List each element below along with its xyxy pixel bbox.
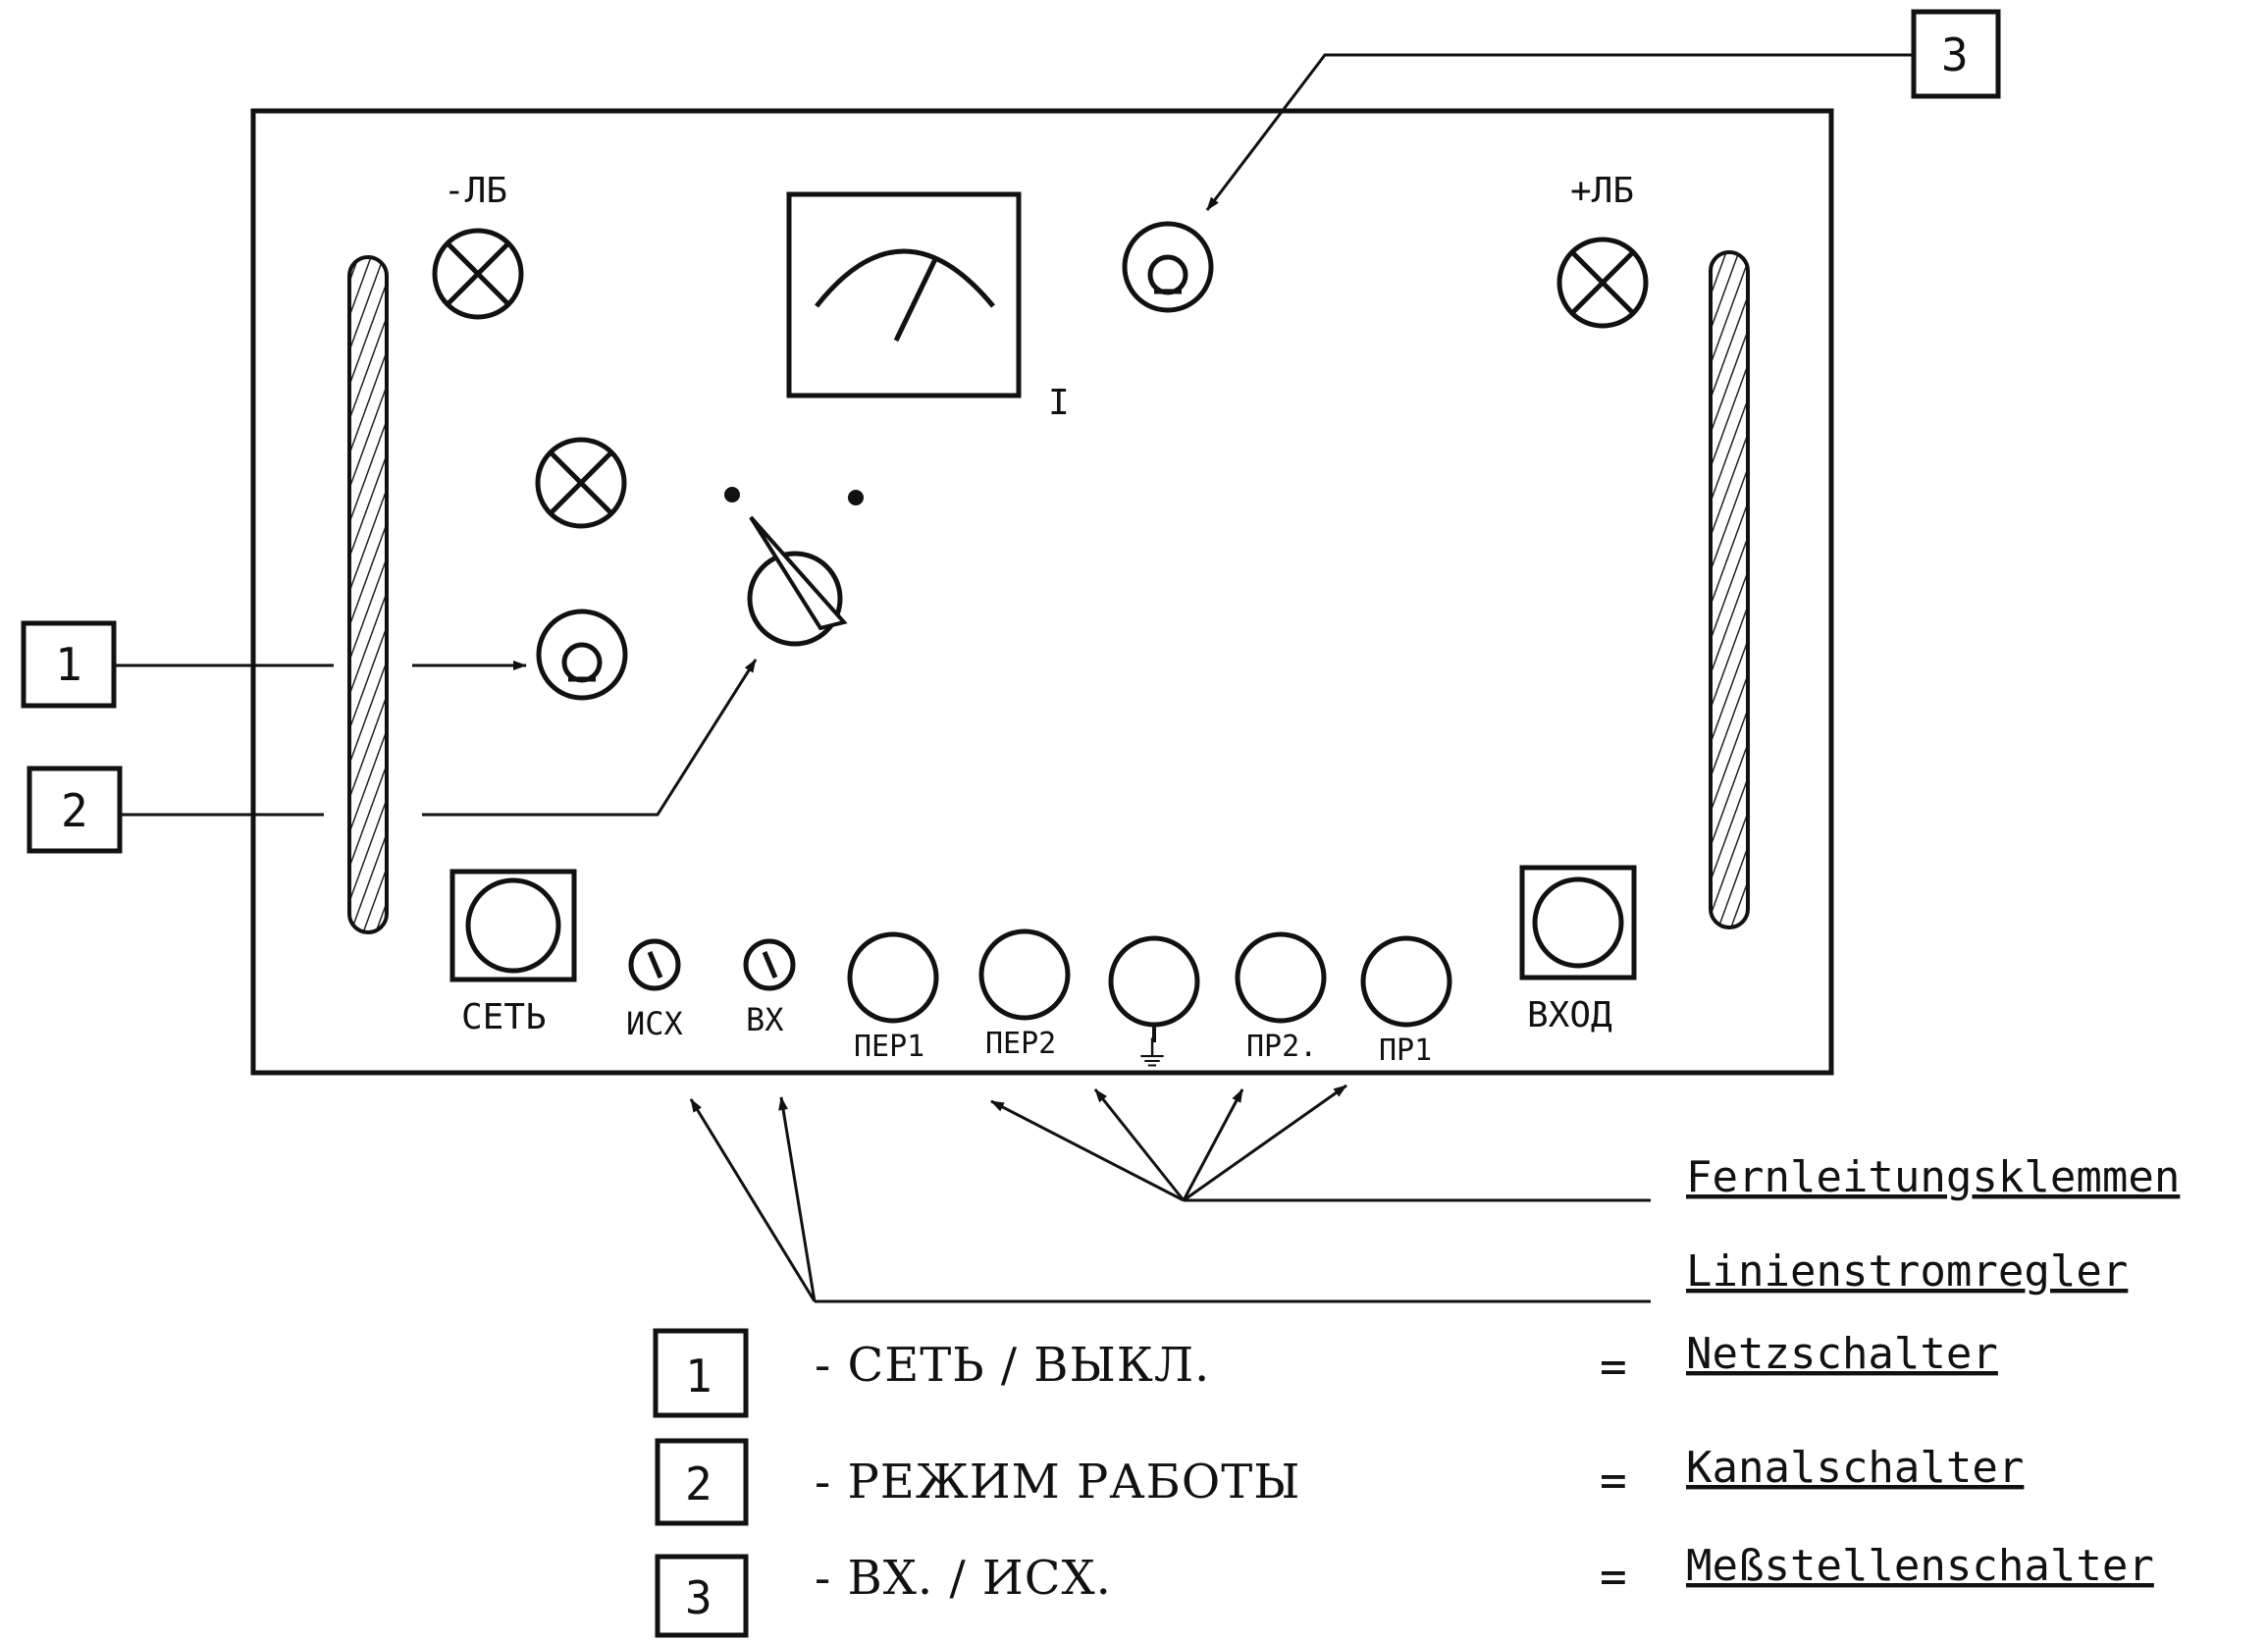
legend-number-3: 3 xyxy=(685,1571,712,1624)
legend-russian-1: - СЕТЬ / ВЫКЛ. xyxy=(815,1338,1210,1393)
rotary-switch-2[interactable] xyxy=(724,487,864,647)
linienstrom-label: Linienstromregler xyxy=(1686,1246,2128,1297)
linienstrom-pointer xyxy=(689,1096,1651,1303)
toggle-switch-1[interactable] xyxy=(536,609,628,701)
left-handle xyxy=(347,255,389,934)
terminal-per1[interactable] xyxy=(847,931,939,1024)
legend-box-2 xyxy=(655,1438,749,1526)
legend-russian-3: - ВХ. / ИСХ. xyxy=(815,1551,1112,1606)
fernleitung-label: Fernleitungsklemmen xyxy=(1686,1152,2180,1202)
toggle-switch-3[interactable] xyxy=(1122,221,1214,313)
knob-vx-label: ВХ xyxy=(746,1001,784,1038)
terminal-per1-label: ПЕР1 xyxy=(854,1030,924,1064)
callout-number-2: 2 xyxy=(61,784,88,837)
legend-german-1: Netzschalter xyxy=(1686,1329,1998,1379)
terminal-ground[interactable] xyxy=(1108,935,1200,1042)
lamp-minus-label: -ЛБ xyxy=(444,171,507,211)
terminal-pr1-label: ПР1 xyxy=(1379,1033,1432,1068)
legend-box-1 xyxy=(653,1328,749,1418)
terminal-pr2[interactable] xyxy=(1235,931,1327,1024)
lamp-plus-label: +ЛБ xyxy=(1570,171,1634,211)
legend-german-2: Kanalschalter xyxy=(1686,1443,2024,1493)
legend-row-1: 1 - СЕТЬ / ВЫКЛ. = Netzschalter xyxy=(653,1328,1998,1418)
legend-german-3: Meßstellenschalter xyxy=(1686,1541,2154,1591)
power-socket-label: СЕТЬ xyxy=(461,997,547,1037)
fernleitung-pointer xyxy=(990,1084,1651,1202)
knob-isx-label: ИСХ xyxy=(626,1005,683,1042)
meter-icon xyxy=(786,191,1022,398)
input-socket-icon[interactable] xyxy=(1519,865,1637,980)
legend-box-3 xyxy=(655,1554,749,1638)
legend-equals-3: = xyxy=(1600,1550,1627,1603)
callout-number-1: 1 xyxy=(55,638,82,691)
legend-row-2: 2 - РЕЖИМ РАБОТЫ = Kanalschalter xyxy=(655,1438,2024,1526)
lamp-minus-icon xyxy=(432,228,524,320)
right-handle xyxy=(1709,250,1750,929)
legend-equals-1: = xyxy=(1600,1340,1627,1393)
terminal-per2[interactable] xyxy=(978,928,1071,1021)
power-socket-icon[interactable] xyxy=(449,869,577,982)
legend-equals-2: = xyxy=(1600,1454,1627,1507)
panel-frame xyxy=(250,108,1834,1076)
input-socket-label: ВХОД xyxy=(1527,995,1612,1035)
legend-russian-2: - РЕЖИМ РАБОТЫ xyxy=(815,1455,1301,1510)
meter-label: I xyxy=(1048,383,1070,423)
lamp-plus-icon xyxy=(1556,237,1649,329)
ground-symbol-icon: ⏚ xyxy=(1134,1034,1170,1075)
callout-arrow-3 xyxy=(1205,53,1914,211)
terminal-pr1[interactable] xyxy=(1360,935,1452,1028)
callout-arrow-2 xyxy=(422,659,758,817)
legend-number-1: 1 xyxy=(685,1350,712,1403)
terminal-per2-label: ПЕР2 xyxy=(985,1027,1056,1061)
callout-number-3: 3 xyxy=(1941,28,1969,81)
lamp-middle-icon xyxy=(535,437,627,529)
legend-number-2: 2 xyxy=(685,1457,712,1510)
knob-isx[interactable] xyxy=(628,938,681,991)
callout-box-2 xyxy=(26,766,123,854)
terminal-pr2-label: ПР2. xyxy=(1246,1030,1317,1064)
knob-vx[interactable] xyxy=(743,938,796,991)
legend-row-3: 3 - ВХ. / ИСХ. = Meßstellenschalter xyxy=(655,1541,2154,1638)
